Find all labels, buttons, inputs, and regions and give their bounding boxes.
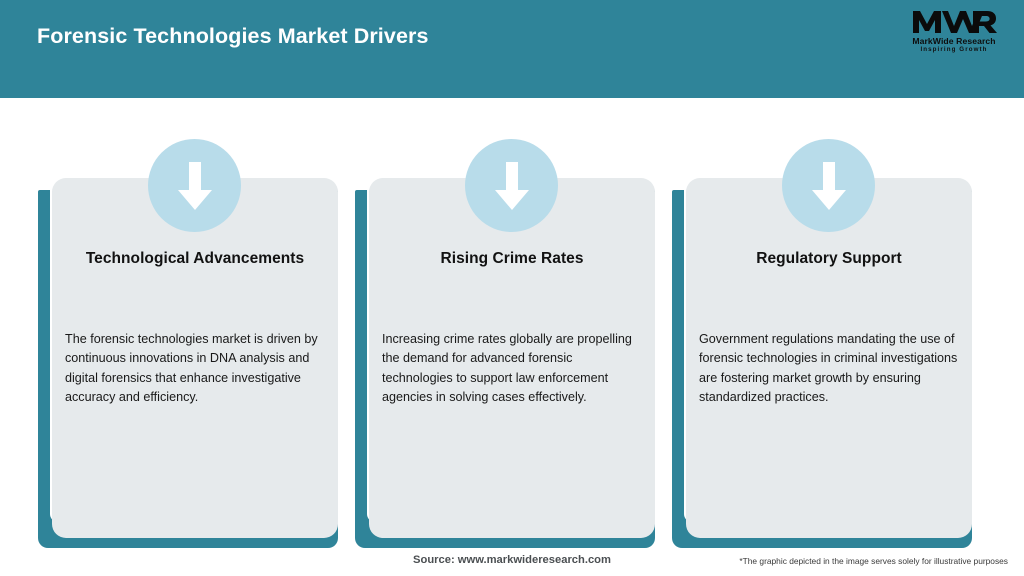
card-body-text: Government regulations mandating the use… (699, 332, 958, 405)
source-note: Source: www.markwideresearch.com (413, 554, 611, 566)
mwr-monogram-icon (913, 11, 997, 33)
disclaimer-note: *The graphic depicted in the image serve… (739, 556, 1008, 566)
page-title: Forensic Technologies Market Drivers (37, 24, 429, 48)
header-bar: Forensic Technologies Market Drivers Mar… (0, 0, 1024, 98)
card-title: Technological Advancements (85, 250, 305, 267)
driver-card-1[interactable]: Technological Advancements The forensic … (38, 0, 338, 576)
driver-card-2[interactable]: Rising Crime Rates Increasing crime rate… (355, 0, 655, 576)
down-arrow-icon (465, 139, 558, 232)
card-surface (686, 178, 972, 538)
down-arrow-icon (148, 139, 241, 232)
card-surface (52, 178, 338, 538)
card-surface (369, 178, 655, 538)
card-body-text: The forensic technologies market is driv… (65, 332, 318, 405)
driver-card-3[interactable]: Regulatory Support Government regulation… (672, 0, 972, 576)
card-title: Rising Crime Rates (440, 250, 584, 267)
card-title: Regulatory Support (756, 250, 902, 267)
logo-tagline: Inspiring Growth (920, 46, 988, 53)
logo-company-name: MarkWide Research (912, 36, 996, 46)
brand-logo: MarkWide Research Inspiring Growth (898, 9, 1010, 59)
down-arrow-icon (782, 139, 875, 232)
card-body-text: Increasing crime rates globally are prop… (382, 332, 632, 405)
